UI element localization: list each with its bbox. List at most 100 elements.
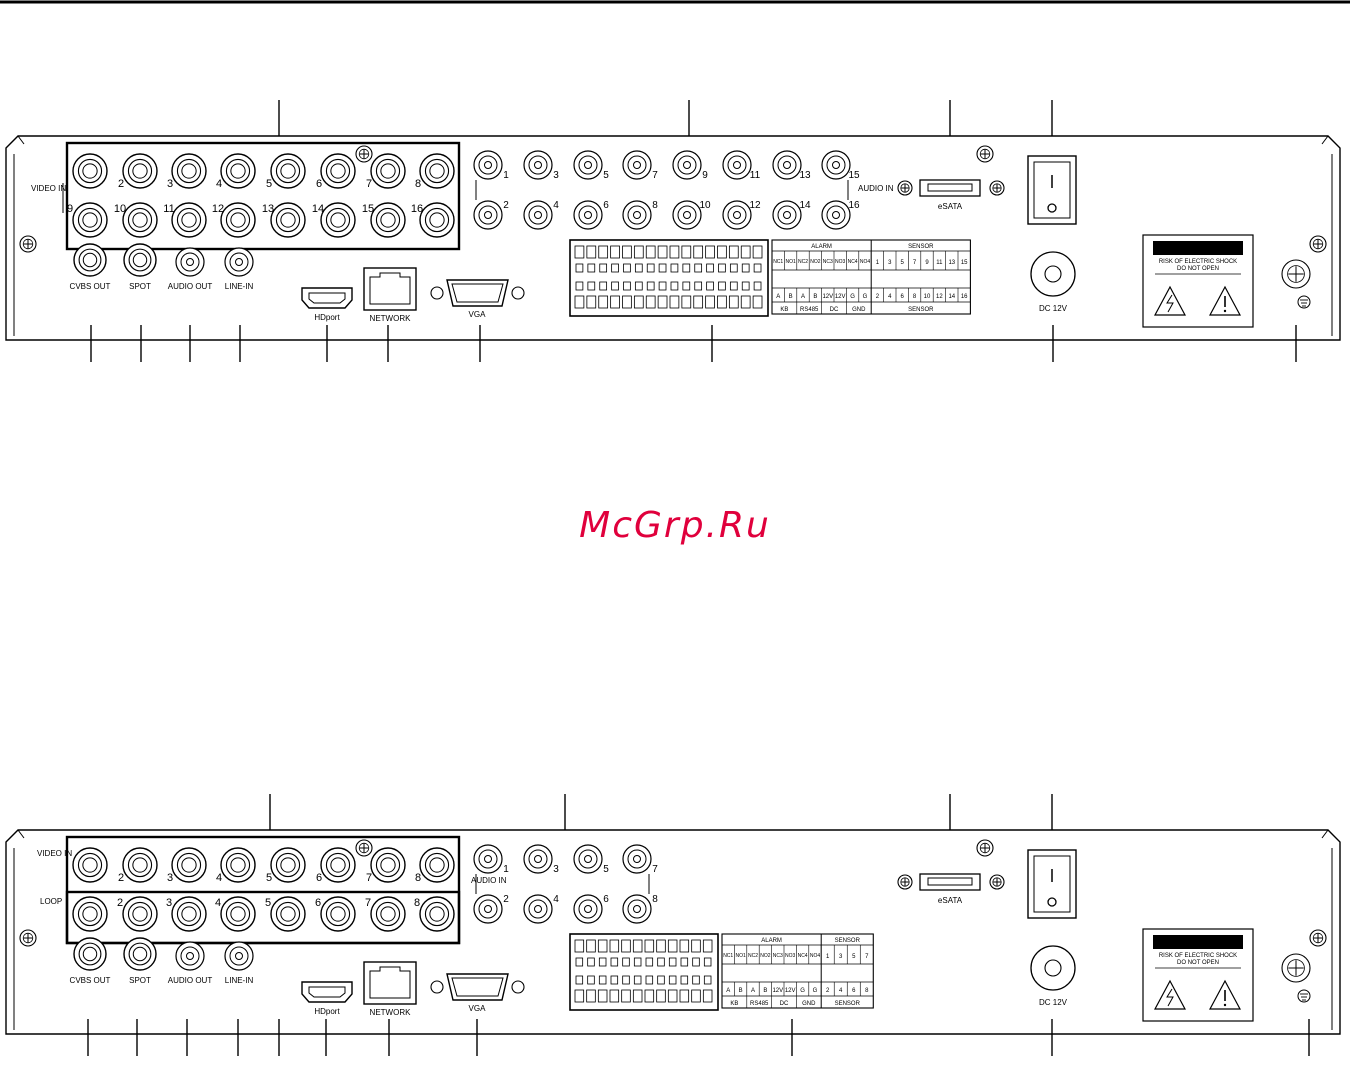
video-in-bnc-ring	[225, 158, 251, 184]
audio-out-jack-ring	[180, 252, 200, 272]
alarm-cell: NO2	[760, 953, 771, 959]
terminal-pin	[740, 295, 751, 309]
audio-in-number: 5	[603, 170, 609, 181]
terminal-pin-hole	[680, 957, 689, 967]
terminal-pin	[752, 295, 763, 309]
audio-in-jack-ring	[727, 205, 747, 225]
terminal-pin-hole	[694, 263, 703, 273]
io-bottom-cell: 12V	[835, 294, 846, 300]
audio-in-label: AUDIO IN	[858, 184, 894, 193]
audio-in-jack-ring	[578, 155, 598, 175]
power-switch	[1027, 849, 1077, 919]
video-in-bnc-ring	[375, 207, 401, 233]
alarm-cell: NC2	[748, 953, 758, 959]
terminal-pin-hole	[741, 281, 750, 291]
audio-out-jack-pin	[186, 952, 194, 960]
terminal-pin-hole	[611, 281, 619, 291]
shock-warning-icon	[1153, 285, 1187, 316]
spot-label: SPOT	[129, 976, 151, 985]
audio-in-number: 14	[799, 200, 811, 211]
esata-port-inner	[927, 183, 973, 192]
vga-screw-right	[511, 980, 525, 994]
loop-label: LOOP	[40, 897, 62, 906]
loop-bnc-inner	[181, 906, 197, 922]
video-in-number: 5	[266, 872, 272, 884]
audio-in-jack	[722, 200, 752, 230]
terminal-pin-hole	[633, 957, 642, 967]
video-in-frame	[65, 141, 461, 251]
terminal-pin-hole	[657, 975, 665, 985]
terminal-pin	[657, 245, 668, 259]
caution-title: CAUTION	[1173, 243, 1223, 255]
audio-in-jack-ring	[478, 205, 498, 225]
audio-out-jack-pin	[186, 258, 194, 266]
network-port-inner	[369, 272, 411, 305]
sensor-cell: 4	[888, 294, 892, 300]
video-in-bnc-inner	[230, 857, 246, 873]
terminal-pin	[598, 295, 609, 309]
dc-jack-inner	[1044, 959, 1062, 977]
loop-bnc-ring	[325, 901, 351, 927]
alarm-cell: NC2	[798, 259, 808, 265]
audio-out-label: AUDIO OUT	[168, 976, 213, 985]
video-in-bnc-inner	[330, 857, 346, 873]
terminal-pin	[728, 295, 739, 309]
video-in-bnc-ring	[375, 158, 401, 184]
sensor-cell: 8	[913, 294, 917, 300]
audio-in-jack-pin	[534, 905, 542, 913]
terminal-pin	[610, 295, 620, 309]
terminal-pin	[621, 939, 631, 953]
audio-in-jack-pin	[534, 211, 542, 219]
alarm-cell: NO3	[785, 953, 796, 959]
shock-warning-icon	[1153, 979, 1187, 1010]
audio-in-jack-pin	[484, 211, 492, 219]
loop-bnc-ring	[77, 901, 103, 927]
terminal-pin	[679, 939, 690, 953]
dc-label: DC	[780, 1001, 789, 1007]
video-in-number: 16	[411, 203, 423, 215]
audio-in-jack	[523, 200, 553, 230]
video-in-bnc-ring	[375, 852, 401, 878]
io-bottom-cell: B	[813, 294, 817, 300]
terminal-pin-hole	[575, 263, 584, 273]
video-in-number: 9	[67, 203, 73, 215]
sensor-cell: 11	[936, 260, 943, 266]
audio-in-jack	[622, 894, 652, 924]
rs485-label: RS485	[750, 1001, 769, 1007]
loop-number: 3	[166, 897, 172, 909]
terminal-pin	[669, 295, 680, 309]
esata-port	[919, 873, 981, 891]
audio-in-jack-pin	[633, 161, 641, 169]
terminal-pin	[609, 939, 620, 953]
terminal-pin-hole	[599, 263, 608, 273]
screw-top-head	[358, 148, 370, 160]
video-in-bnc-inner	[280, 857, 296, 873]
terminal-pin-hole	[645, 975, 654, 985]
terminal-pin-hole	[670, 281, 679, 291]
dc-jack-inner	[1044, 265, 1062, 283]
hdport-label: HDport	[314, 1007, 340, 1016]
io-bottom-cell: A	[726, 988, 730, 994]
video-in-bnc-ring	[176, 207, 202, 233]
terminal-pin-hole	[610, 957, 619, 967]
loop-number: 6	[315, 897, 321, 909]
audio-in-jack	[722, 150, 752, 180]
esata-screw-right-head	[992, 877, 1002, 887]
terminal-pin-hole	[682, 281, 691, 291]
audio-in-jack-ring	[677, 155, 697, 175]
screw-top-right-head	[979, 148, 991, 160]
esata-label: eSATA	[938, 896, 963, 905]
video-in-bnc-ring	[275, 852, 301, 878]
terminal-pin-hole	[694, 281, 703, 291]
audio-in-jack	[821, 150, 851, 180]
video-in-bnc-inner	[280, 212, 296, 228]
sensor-cell: 12	[936, 294, 943, 300]
terminal-pin-hole	[658, 281, 667, 291]
power-switch-rocker	[1033, 855, 1071, 913]
screw-top-head	[358, 842, 370, 854]
video-in-label: VIDEO IN	[31, 184, 66, 193]
terminal-pin	[574, 939, 585, 953]
cvbs-out-bnc-ring	[78, 248, 102, 272]
audio-in-jack-pin	[484, 855, 492, 863]
